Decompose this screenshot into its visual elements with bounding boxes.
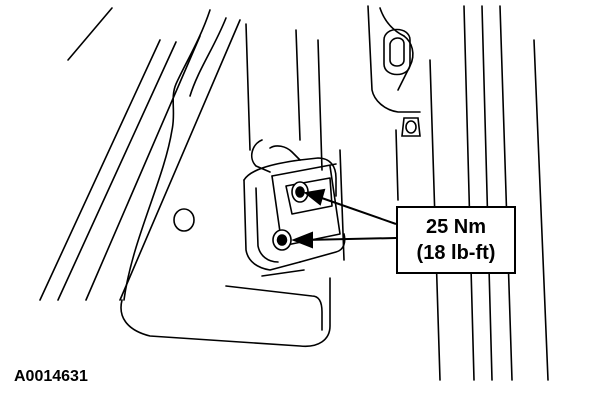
- door-frame-edge: [367, 5, 421, 113]
- door-frame-edge: [395, 129, 399, 201]
- arrowhead-upper: [303, 188, 326, 206]
- hinge-bracket: [269, 145, 301, 161]
- door-bolt: [401, 117, 421, 137]
- body-panel-line: [39, 39, 161, 301]
- hinge-bracket: [243, 179, 301, 271]
- pillar-flange: [225, 285, 323, 331]
- hinge-bracket: [299, 233, 346, 263]
- door-frame-edge: [463, 5, 475, 381]
- pillar-outline: [189, 17, 227, 97]
- pillar-flange: [120, 277, 331, 348]
- body-panel-line: [67, 7, 113, 61]
- hinge-bolt-upper: [291, 181, 309, 203]
- hinge-bracket: [271, 163, 337, 177]
- door-frame-edge: [481, 5, 493, 381]
- body-panel-line: [85, 35, 201, 301]
- pillar-access-hole: [173, 208, 195, 232]
- body-panel-line: [57, 41, 177, 301]
- torque-imperial-label: (18 lb-ft): [416, 242, 496, 264]
- hinge-bracket: [250, 139, 271, 173]
- hinge-bracket: [255, 187, 279, 263]
- pillar-edge: [317, 39, 323, 171]
- frame-slot: [389, 37, 405, 67]
- leader-line-lower: [303, 237, 397, 241]
- pillar-edge: [295, 29, 301, 141]
- hinge-bracket: [243, 157, 337, 197]
- hinge-bolt-lower: [272, 229, 292, 251]
- pillar-edge: [245, 23, 251, 151]
- torque-callout: 25 Nm (18 lb-ft): [396, 206, 516, 274]
- door-frame-edge: [379, 7, 405, 37]
- door-frame-edge: [499, 5, 513, 381]
- arrowhead-lower: [291, 231, 313, 249]
- frame-slot: [383, 28, 411, 76]
- body-panel-line: [119, 19, 241, 301]
- hinge-bracket: [285, 177, 333, 215]
- torque-metric-label: 25 Nm: [425, 216, 487, 238]
- figure-id-label: A0014631: [14, 368, 88, 385]
- bracket-pad: [261, 269, 305, 277]
- leader-line-upper: [315, 195, 397, 225]
- door-frame-edge: [533, 39, 549, 381]
- pillar-outline: [123, 9, 211, 301]
